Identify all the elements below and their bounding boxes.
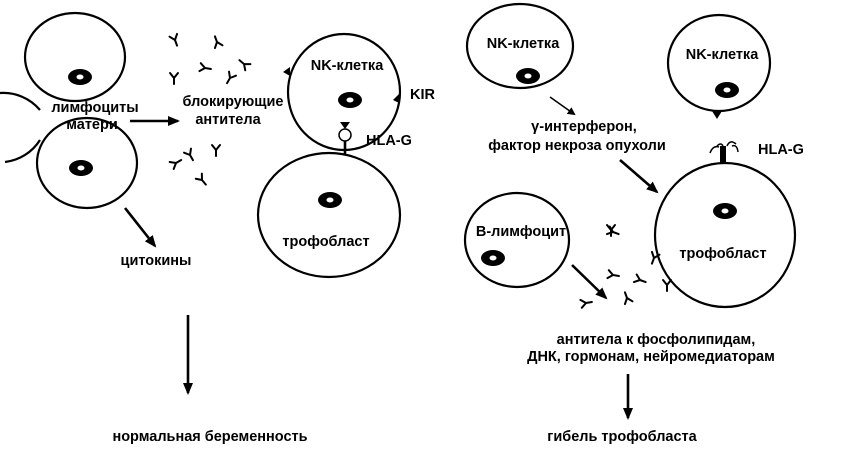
hla-g-molecule-icon — [709, 141, 739, 164]
nucleus-icon — [481, 250, 505, 266]
kir-receptor-icon — [393, 94, 399, 103]
nk-cell-label: NK-клетка — [311, 58, 384, 74]
maternal-lymphocyte-top — [23, 11, 127, 103]
arrow-to-autoantibodies — [571, 264, 608, 300]
blocking-antibodies-label: блокирующие — [183, 94, 284, 110]
lymphocytes-label-2: матери — [66, 117, 118, 133]
hla-g-label-right: HLA-G — [758, 142, 804, 158]
nucleus-icon — [68, 69, 92, 85]
b-lymphocyte-cell — [463, 191, 571, 289]
nk-cell-1 — [465, 2, 575, 90]
kir-label: KIR — [410, 87, 436, 103]
b-lymphocyte-label: B-лимфоцит — [476, 224, 566, 240]
tnf-label: фактор некроза опухоли — [488, 138, 666, 154]
nucleus-icon — [715, 82, 739, 98]
trophoblast-label-right: трофобласт — [679, 246, 766, 262]
hla-g-label: HLA-G — [366, 133, 412, 149]
autoantibody-cluster — [579, 224, 672, 309]
left-panel: лимфоциты матери блокирующие антитела NK… — [0, 11, 436, 445]
trophoblast-cell — [256, 151, 402, 279]
antibody-cluster-bottom — [168, 144, 221, 189]
antibody-cluster-top — [168, 32, 252, 87]
arrow-to-interferon — [549, 96, 576, 116]
lymphocytes-label: лимфоциты — [51, 100, 138, 116]
partial-lymphocyte-arc — [0, 91, 41, 164]
interferon-label: γ-интерферон, — [531, 119, 637, 135]
nk-cell-1-label: NK-клетка — [487, 36, 560, 52]
receptor-icon — [712, 111, 722, 119]
nk-cell-2-label: NK-клетка — [686, 47, 759, 63]
nk-cell-2 — [666, 13, 772, 113]
right-panel: NK-клетка NK-клетка γ-интерферон, фактор… — [463, 2, 804, 445]
nucleus-icon — [516, 68, 540, 84]
cytokines-label: цитокины — [121, 253, 192, 269]
blocking-antibodies-label-2: антитела — [195, 112, 261, 128]
kir-receptor-icon — [283, 67, 290, 76]
autoantibodies-label-2: ДНК, гормонам, нейромедиаторам — [527, 349, 775, 365]
nucleus-icon — [69, 160, 93, 176]
nucleus-icon — [713, 203, 737, 219]
nucleus-icon — [318, 192, 342, 208]
nucleus-icon — [338, 92, 362, 108]
hla-g-complex-icon — [338, 128, 352, 142]
trophoblast-death-label: гибель трофобласта — [547, 429, 697, 445]
receptor-icon — [340, 122, 350, 129]
normal-pregnancy-label: нормальная беременность — [112, 429, 307, 445]
arrow-to-trophoblast — [619, 159, 659, 194]
trophoblast-label: трофобласт — [282, 234, 369, 250]
maternal-lymphocyte-bottom — [35, 116, 139, 210]
trophoblast-cell-right — [653, 161, 797, 309]
autoantibodies-label: антитела к фосфолипидам, — [557, 332, 756, 348]
arrow-to-cytokines — [123, 207, 157, 248]
